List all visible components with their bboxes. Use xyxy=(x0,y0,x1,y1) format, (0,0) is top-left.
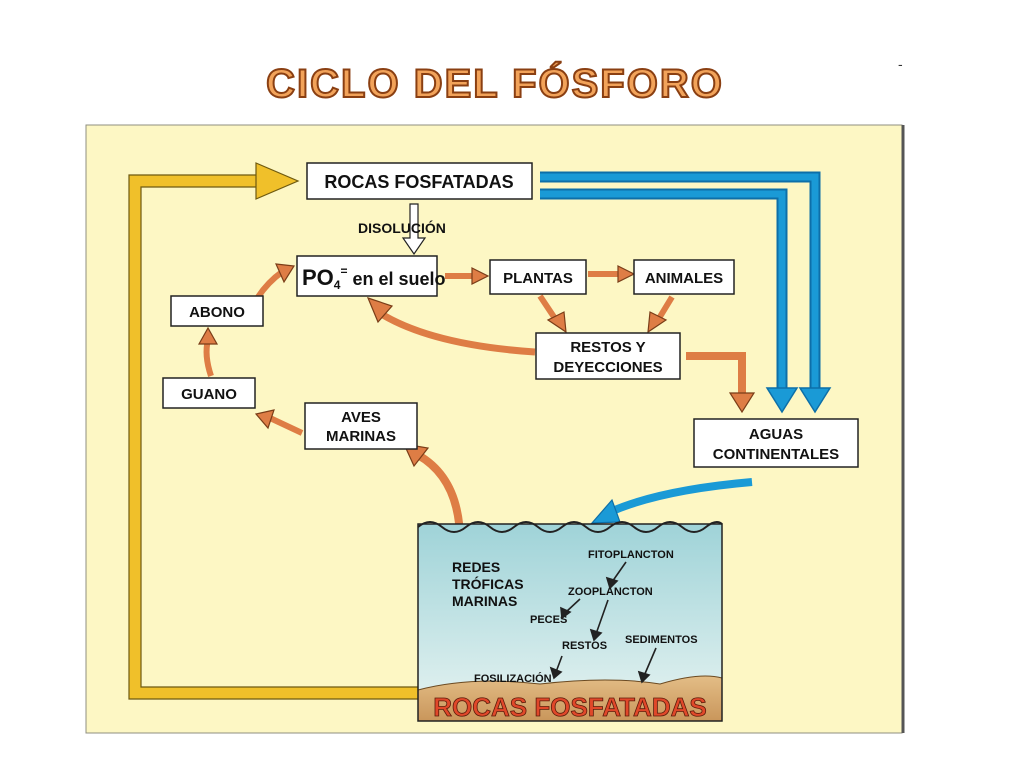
blue-arrows-to-aguas xyxy=(540,171,832,414)
redes-label-line1: REDES xyxy=(452,559,500,575)
sea-scene: REDES TRÓFICAS MARINAS FITOPLANCTON ZOOP… xyxy=(417,521,723,722)
po4-label: PO4= en el suelo xyxy=(302,264,446,292)
aguas-label-line2: CONTINENTALES xyxy=(713,446,839,463)
fosilizacion-label: FOSILIZACIÓN xyxy=(474,672,552,685)
aguas-continentales-box: AGUAS CONTINENTALES xyxy=(693,418,859,468)
restos-label-line2: DEYECCIONES xyxy=(553,359,662,376)
page-title: CICLO DEL FÓSFORO xyxy=(265,61,724,107)
guano-label: GUANO xyxy=(181,386,237,403)
yellow-arrowhead xyxy=(255,162,300,200)
guano-box: GUANO xyxy=(162,377,256,409)
sedimentos-label: SEDIMENTOS xyxy=(625,634,698,646)
restos-sea-label: RESTOS xyxy=(562,640,607,652)
abono-label: ABONO xyxy=(189,304,245,321)
aves-label-line1: AVES xyxy=(341,409,381,426)
blue-arrow-to-sea xyxy=(608,478,753,516)
aguas-label-line1: AGUAS xyxy=(749,426,803,443)
peces-label: PECES xyxy=(530,614,567,626)
corner-mark: - xyxy=(898,56,903,72)
sea-floor-rocks xyxy=(417,675,723,722)
rocas-fosfatadas-label: ROCAS FOSFATADAS xyxy=(324,172,513,192)
yellow-return-arrow-outline xyxy=(128,174,418,700)
yellow-return-arrow xyxy=(129,175,418,699)
restos-deyecciones-box: RESTOS Y DEYECCIONES xyxy=(535,332,681,380)
fitoplancton-label: FITOPLANCTON xyxy=(588,549,674,561)
animales-box: ANIMALES xyxy=(633,259,735,295)
blue-arrowhead-sea xyxy=(590,498,621,524)
zooplancton-label: ZOOPLANCTON xyxy=(568,586,653,598)
aves-label-line2: MARINAS xyxy=(326,428,396,445)
animales-label: ANIMALES xyxy=(645,270,723,287)
abono-box: ABONO xyxy=(170,295,264,327)
plantas-label: PLANTAS xyxy=(503,270,573,287)
redes-label-line3: MARINAS xyxy=(452,593,517,609)
rocas-fosfatadas-bottom-label: ROCAS FOSFATADAS xyxy=(433,692,706,722)
restos-label-line1: RESTOS Y xyxy=(570,339,645,356)
rocas-fosfatadas-box: ROCAS FOSFATADAS xyxy=(306,162,533,200)
food-chain-arrows xyxy=(549,561,657,684)
redes-label-line2: TRÓFICAS xyxy=(452,575,524,592)
sea-waves xyxy=(417,521,723,533)
disolucion-arrow xyxy=(401,203,427,256)
disolucion-label: DISOLUCIÓN xyxy=(358,219,446,236)
plantas-box: PLANTAS xyxy=(489,259,587,295)
po4-suelo-box: PO4= en el suelo xyxy=(296,255,446,297)
orange-arrows xyxy=(197,263,756,549)
aves-marinas-box: AVES MARINAS xyxy=(304,402,418,450)
